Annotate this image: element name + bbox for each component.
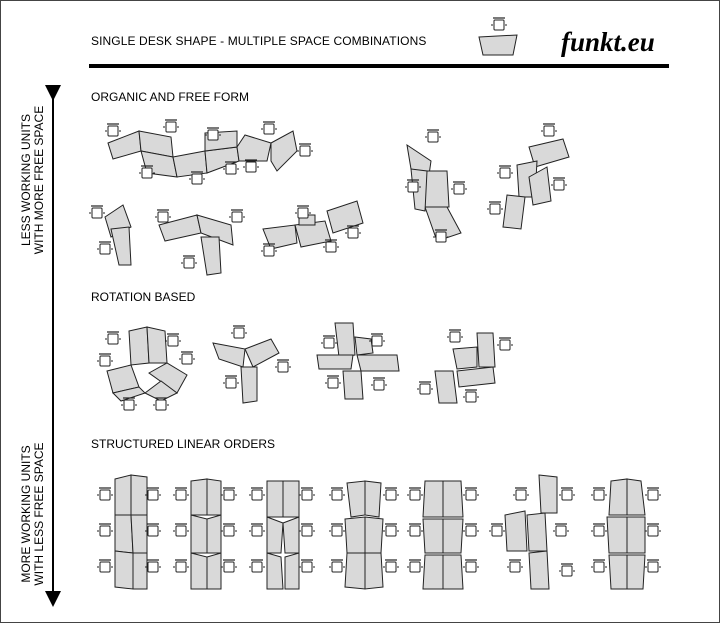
linear-group-5	[406, 480, 480, 590]
organic-group-1	[104, 119, 314, 185]
linear-group-4	[328, 480, 400, 590]
linear-group-7	[590, 478, 662, 590]
header-rule	[89, 64, 669, 68]
rotation-group-4	[416, 329, 514, 404]
section-rotation-title: ROTATION BASED	[91, 290, 196, 304]
organic-group-2	[88, 204, 132, 266]
linear-group-2	[172, 478, 238, 590]
section-linear-title: STRUCTURED LINEAR ORDERS	[91, 437, 276, 451]
organic-group-5	[404, 129, 468, 243]
rotation-group-2	[212, 325, 292, 404]
linear-group-6	[488, 474, 576, 590]
linear-group-3	[248, 480, 316, 590]
linear-group-1	[96, 474, 162, 590]
organic-group-3	[154, 209, 246, 276]
rotation-group-3	[316, 322, 400, 400]
section-organic-title: ORGANIC AND FREE FORM	[91, 90, 250, 104]
organic-group-6	[486, 123, 570, 230]
brand-logo: funkt.eu	[561, 27, 655, 57]
organic-group-4	[260, 200, 364, 257]
rotation-group-1	[96, 326, 196, 411]
header-desk-icon	[478, 17, 518, 56]
diagram-title: SINGLE DESK SHAPE - MULTIPLE SPACE COMBI…	[91, 34, 427, 48]
